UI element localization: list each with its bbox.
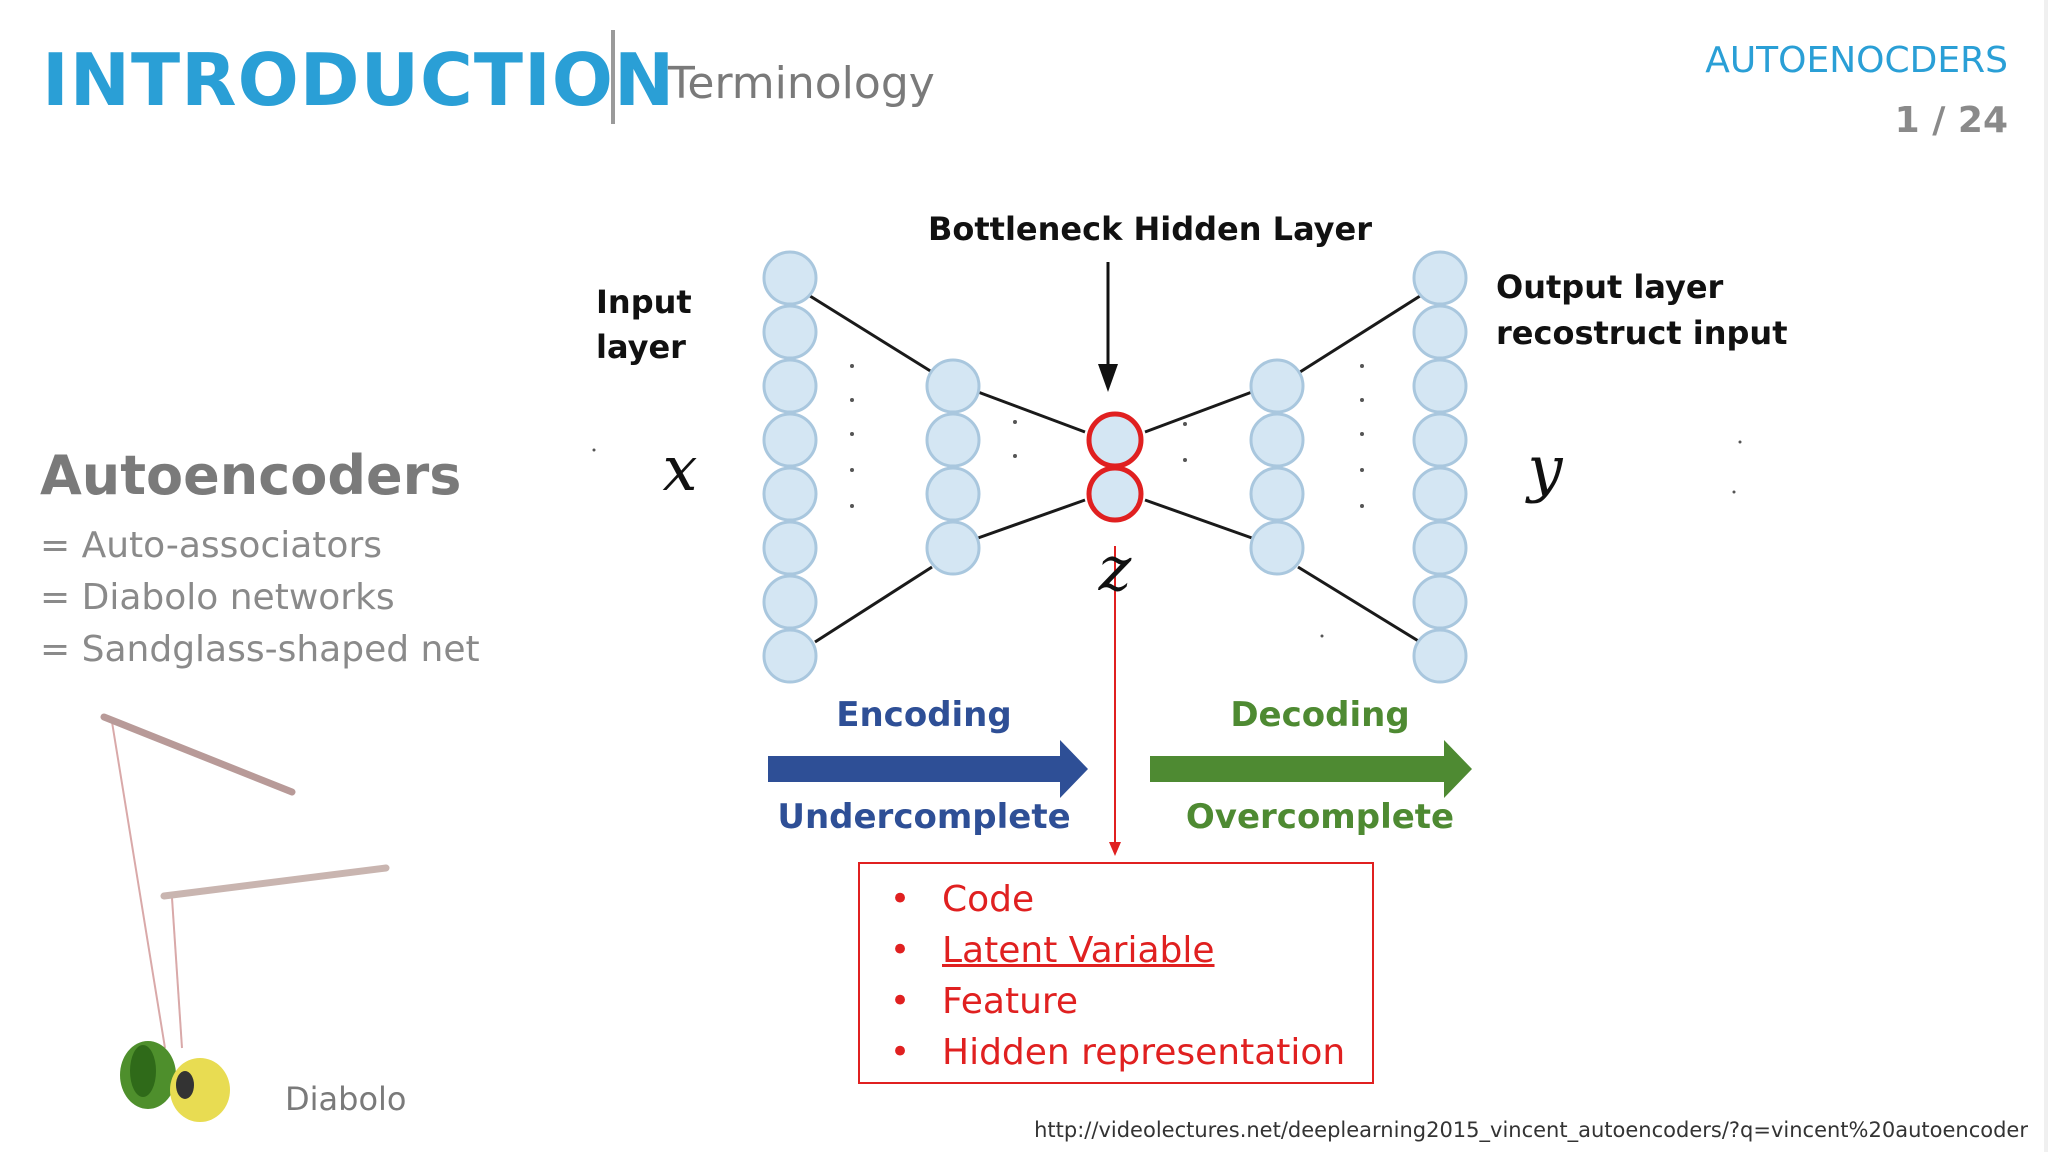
diabolo-illustration bbox=[100, 713, 390, 1122]
code-term-item: Hidden representation bbox=[890, 1027, 1345, 1078]
input-layer-label-line2: layer bbox=[596, 328, 686, 366]
encoding-label: Encoding bbox=[836, 695, 1011, 735]
code-term-item: Feature bbox=[890, 976, 1345, 1027]
synonym-list: = Auto-associators = Diabolo networks = … bbox=[40, 520, 480, 676]
section-title: INTRODUCTION bbox=[42, 38, 676, 122]
code-symbol: z bbox=[1098, 532, 1132, 605]
synonym-item: = Auto-associators bbox=[40, 525, 382, 566]
output-symbol: y bbox=[1524, 432, 1563, 505]
connection-lines bbox=[809, 294, 1421, 644]
diabolo-caption: Diabolo bbox=[285, 1080, 407, 1118]
output-layer-label-line2: recostruct input bbox=[1496, 314, 1787, 352]
decoding-arrow bbox=[1150, 740, 1472, 798]
synonym-item: = Sandglass-shaped net bbox=[40, 629, 480, 670]
code-terms-list: Code Latent Variable Feature Hidden repr… bbox=[890, 874, 1345, 1078]
bottleneck-nodes bbox=[1086, 411, 1144, 523]
encoding-arrow bbox=[768, 740, 1088, 798]
output-layer-label: Output layer bbox=[1496, 268, 1724, 306]
section-subtitle: Terminology bbox=[668, 58, 935, 109]
decoder-hidden-nodes bbox=[1249, 358, 1305, 576]
slide-edge-line bbox=[2044, 0, 2048, 1152]
input-layer-nodes bbox=[762, 250, 818, 684]
undercomplete-label: Undercomplete bbox=[777, 797, 1070, 837]
synonym-item: = Diabolo networks bbox=[40, 577, 395, 618]
header-divider bbox=[611, 30, 615, 124]
encoder-hidden-nodes bbox=[925, 358, 981, 576]
input-symbol: x bbox=[663, 432, 698, 505]
source-url: http://videolectures.net/deeplearning201… bbox=[1034, 1118, 2028, 1142]
page-number: 1 / 24 bbox=[1894, 100, 2008, 141]
output-layer-nodes bbox=[1412, 250, 1468, 684]
code-term-item: Latent Variable bbox=[890, 925, 1345, 976]
code-terms-box: Code Latent Variable Feature Hidden repr… bbox=[858, 862, 1374, 1084]
course-title: AUTOENOCDERS bbox=[1705, 40, 2008, 81]
autoencoders-heading: Autoencoders bbox=[40, 444, 462, 507]
code-pointer-arrow bbox=[1109, 546, 1121, 856]
bottleneck-label: Bottleneck Hidden Layer bbox=[928, 210, 1372, 248]
overcomplete-label: Overcomplete bbox=[1186, 797, 1454, 837]
bottleneck-arrow bbox=[1098, 262, 1118, 392]
dots bbox=[592, 364, 1742, 638]
input-layer-label: Input bbox=[596, 283, 692, 321]
decoding-label: Decoding bbox=[1230, 695, 1409, 735]
code-term-item: Code bbox=[890, 874, 1345, 925]
